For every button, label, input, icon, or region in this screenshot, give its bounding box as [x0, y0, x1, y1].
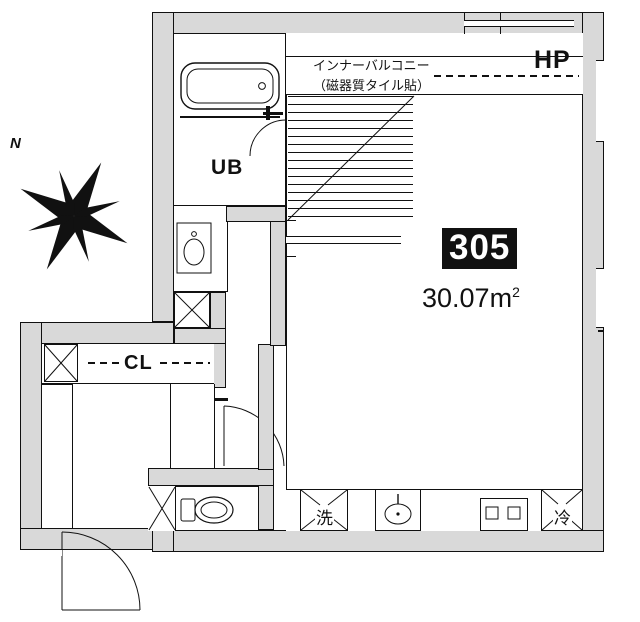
- bathtub-icon: [180, 62, 280, 110]
- wall-left-jog-top: [20, 322, 174, 344]
- closet-cross-icon: [44, 344, 78, 382]
- toilet-cross-icon: [148, 486, 176, 531]
- bath-apron-line: [180, 116, 280, 118]
- balcony-glass-door-diagonal: [287, 95, 415, 221]
- entry-vert-line: [72, 384, 73, 528]
- wall-toilet-top: [148, 468, 274, 486]
- wall-left-upper: [152, 12, 174, 322]
- bath-door-jamb: [263, 112, 283, 115]
- wall-hall-top: [174, 328, 226, 344]
- window-sill-tick-b: [286, 256, 296, 257]
- door-swing-bath-icon[interactable]: [248, 118, 288, 208]
- closet-label: CL: [122, 352, 155, 374]
- compass-rose-icon: [20, 162, 128, 270]
- vanity-room: [174, 206, 228, 292]
- kitchen-sink-icon: [384, 494, 412, 525]
- window-sill-left: [286, 236, 401, 244]
- room-number-badge: 305: [442, 228, 518, 269]
- compass-north-label: N: [10, 135, 21, 152]
- balcony-label-line1: インナーバルコニー: [313, 59, 430, 74]
- hall-door-jamb: [214, 398, 228, 401]
- balcony-rail-dash: [434, 75, 579, 77]
- wall-bottom: [152, 530, 604, 552]
- fridge-label: 冷: [553, 509, 572, 529]
- sink-icon: [176, 222, 212, 274]
- wall-vanity-divider: [226, 206, 286, 222]
- room-area-unit: 2: [512, 284, 520, 300]
- balcony-label-line2: （磁器質タイル貼）: [313, 79, 431, 94]
- room-area-value: 30.07m: [422, 283, 513, 313]
- stove-icon: [485, 506, 521, 520]
- room-area: 30.07m2: [422, 285, 520, 312]
- hp-label: HP: [534, 46, 571, 74]
- entrance-threshold: [42, 550, 62, 556]
- balcony-top-sill: [464, 20, 574, 27]
- window-right-tick: [598, 330, 604, 332]
- wall-hall-right-upper: [270, 206, 286, 346]
- bath-door-jamb2: [266, 106, 270, 120]
- washing-machine-slot-icon: [300, 489, 348, 531]
- window-sill-tick-a: [286, 220, 296, 221]
- shaft-cross-icon: [174, 292, 210, 328]
- window-right-upper: [596, 60, 604, 142]
- balcony-top-edge: [286, 56, 583, 57]
- balcony-rail-hatch: [430, 36, 583, 91]
- wall-hall-right: [258, 344, 274, 470]
- wall-left-return: [152, 528, 174, 552]
- unit-bath-label: UB: [211, 156, 244, 179]
- door-swing-entrance-icon[interactable]: [60, 530, 142, 614]
- washer-label: 洗: [315, 509, 334, 529]
- entry-step-line: [42, 384, 72, 385]
- toilet-icon: [180, 496, 234, 524]
- hall-floor-line: [170, 384, 171, 468]
- window-right-lower: [596, 268, 604, 328]
- balcony-glass-door-hatch: [288, 96, 413, 218]
- hall-vert-line: [214, 384, 215, 468]
- door-swing-hall-icon[interactable]: [222, 404, 286, 470]
- wall-left-lower: [20, 322, 42, 550]
